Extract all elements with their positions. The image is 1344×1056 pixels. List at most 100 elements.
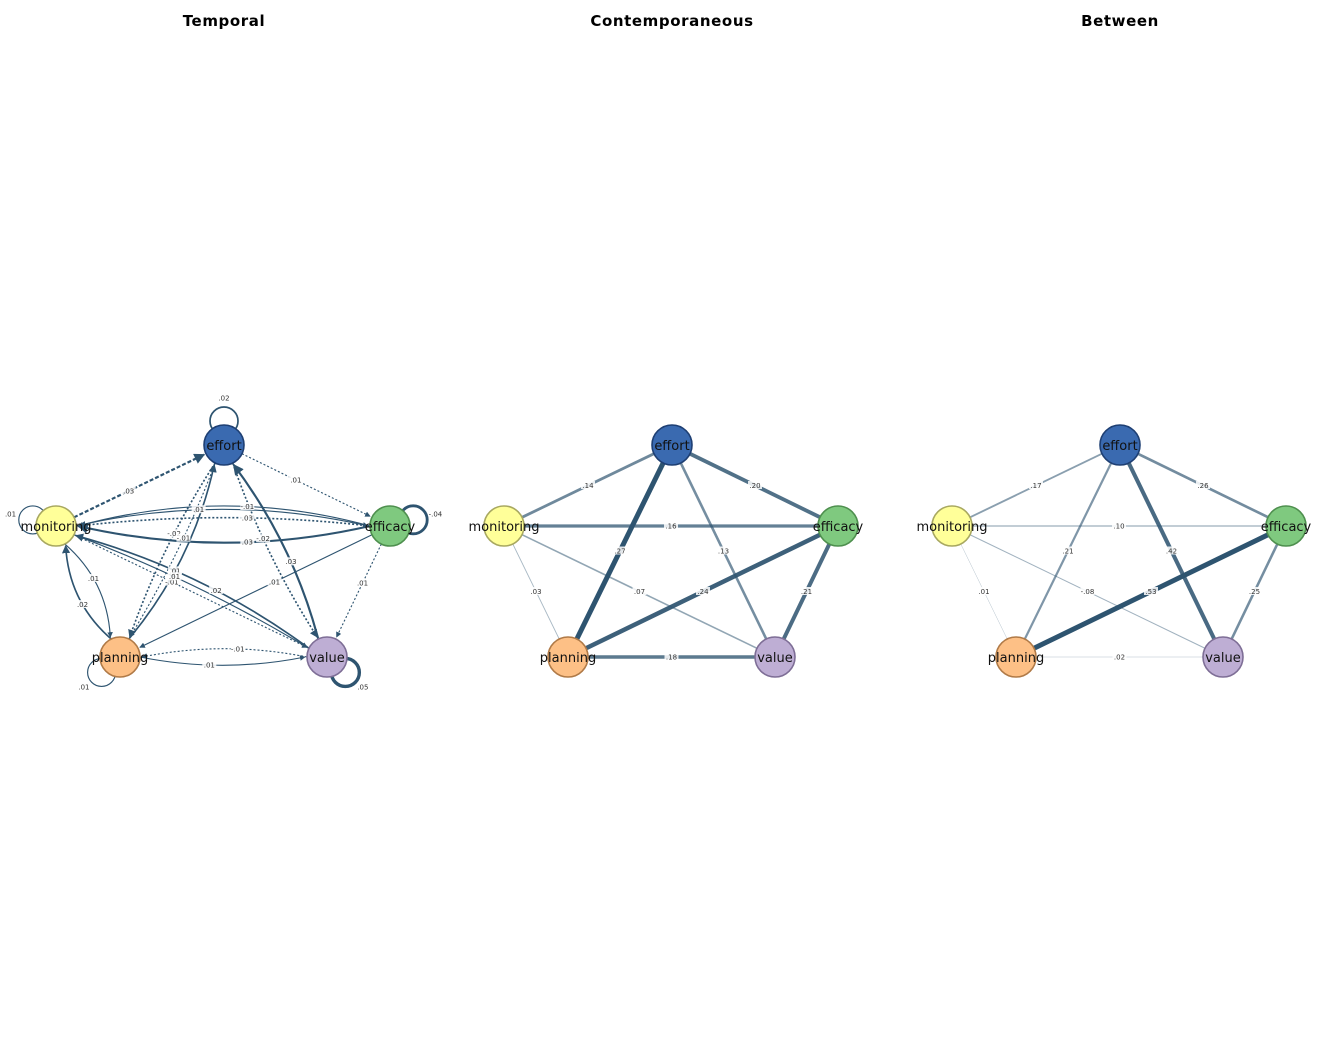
node-monitoring <box>35 505 77 547</box>
edge-label-bg <box>256 534 271 543</box>
edge-label: .26 <box>1197 482 1209 490</box>
edge-label: .03 <box>285 558 296 566</box>
node-label-efficacy: efficacy <box>1261 520 1312 535</box>
edge-monitoring-planning <box>64 543 113 638</box>
edge-label-bg <box>230 644 245 653</box>
loop-label: .01 <box>5 510 16 518</box>
edge-label: .01 <box>204 661 215 669</box>
edge-label: .03 <box>242 514 253 522</box>
edge-label-bg <box>1196 481 1210 489</box>
edge-label-bg <box>664 652 679 661</box>
edge-label-bg <box>1112 521 1126 530</box>
node-label-efficacy: efficacy <box>813 520 864 535</box>
edge-effort-value <box>231 462 319 638</box>
loop-label: .01 <box>78 684 89 692</box>
edge-label: .42 <box>1166 547 1177 555</box>
edge-planning-value <box>139 655 306 666</box>
node-label-value: value <box>757 651 793 666</box>
edge-label-bg <box>613 546 627 555</box>
node-label-effort: effort <box>654 439 689 454</box>
edge-label: -.02 <box>256 535 270 543</box>
edge-label-bg <box>209 585 224 594</box>
node-effort <box>651 424 693 466</box>
edge-label: .01 <box>290 476 301 484</box>
edge-label-bg <box>168 566 183 575</box>
node-efficacy <box>1265 505 1307 547</box>
node-label-effort: effort <box>206 439 241 454</box>
loop-label: .02 <box>218 394 229 402</box>
edge-label-bg <box>75 600 90 609</box>
edge-label-bg <box>1247 587 1262 595</box>
node-label-value: value <box>1205 651 1241 666</box>
edge-label-bg <box>167 572 182 581</box>
edge-label-bg <box>581 481 595 489</box>
edge-label-bg <box>240 501 255 510</box>
node-label-monitoring: monitoring <box>917 520 988 535</box>
edge-label: .27 <box>614 547 625 555</box>
edge-label-bg <box>267 577 282 586</box>
edge-effort-planning <box>128 462 216 639</box>
edge-label-bg <box>748 481 762 489</box>
node-label-effort: effort <box>1102 439 1137 454</box>
edge-label: .03 <box>530 588 541 596</box>
edge-label-bg <box>240 537 255 546</box>
edge-value-monitoring <box>75 533 310 649</box>
panel-title-contemporaneous: Contemporaneous <box>590 12 753 30</box>
edge-label: -.02 <box>167 530 181 538</box>
edge-label-bg <box>167 529 182 538</box>
edge-monitoring-efficacy <box>75 508 369 528</box>
edge-label: .14 <box>582 482 594 490</box>
edge-label: .02 <box>211 587 222 595</box>
edge-value-planning <box>141 648 308 659</box>
node-label-monitoring: monitoring <box>469 520 540 535</box>
edge-label-bg <box>191 505 206 514</box>
edge-label: .20 <box>749 482 760 490</box>
edge-label: .02 <box>77 601 88 609</box>
edge-label-bg <box>664 521 678 530</box>
edge-label-bg <box>529 587 543 595</box>
edge-label: .01 <box>978 588 989 596</box>
edge-label: .01 <box>357 580 368 588</box>
edge-label: .01 <box>169 573 180 581</box>
node-label-planning: planning <box>988 651 1044 666</box>
loop-label: .05 <box>357 684 368 692</box>
edge-label: .02 <box>1114 653 1125 661</box>
edge-label: .10 <box>1113 522 1124 530</box>
edge-label-bg <box>240 513 255 522</box>
edge-efficacy-monitoring <box>77 505 371 528</box>
edge-label-bg <box>1112 652 1127 661</box>
node-monitoring <box>483 505 525 547</box>
node-label-value: value <box>309 651 345 666</box>
node-efficacy <box>817 505 859 547</box>
edge-label: .03 <box>242 539 253 547</box>
edge-label-bg <box>799 587 814 595</box>
edge-label-bg <box>1144 587 1158 595</box>
edge-label: .01 <box>193 506 204 514</box>
edge-label-bg <box>121 486 136 495</box>
panel-title-between: Between <box>1081 12 1159 30</box>
edge-label-bg <box>1164 546 1179 555</box>
edge-label-bg <box>696 587 710 595</box>
edge-label-bg <box>283 557 298 566</box>
node-effort <box>203 424 245 466</box>
edge-planning-monitoring <box>61 544 112 640</box>
edge-efficacy-monitoring <box>77 516 371 530</box>
edge-efficacy-monitoring <box>76 522 371 544</box>
edge-label: .16 <box>665 522 677 530</box>
edge-label-bg <box>86 573 101 582</box>
node-value <box>306 636 348 678</box>
edge-label: .53 <box>1145 588 1156 596</box>
node-label-planning: planning <box>92 651 148 666</box>
edge-label: .01 <box>88 575 99 583</box>
edge-effort-planning <box>129 462 216 638</box>
node-value <box>1202 636 1244 678</box>
edge-label-bg <box>288 475 303 484</box>
node-label-efficacy: efficacy <box>365 520 416 535</box>
panel-title-temporal: Temporal <box>183 12 266 30</box>
node-monitoring <box>931 505 973 547</box>
edge-label: .13 <box>718 547 729 555</box>
edge-label: .07 <box>634 588 645 596</box>
node-planning <box>995 636 1037 678</box>
edge-label: -.01 <box>165 578 179 586</box>
